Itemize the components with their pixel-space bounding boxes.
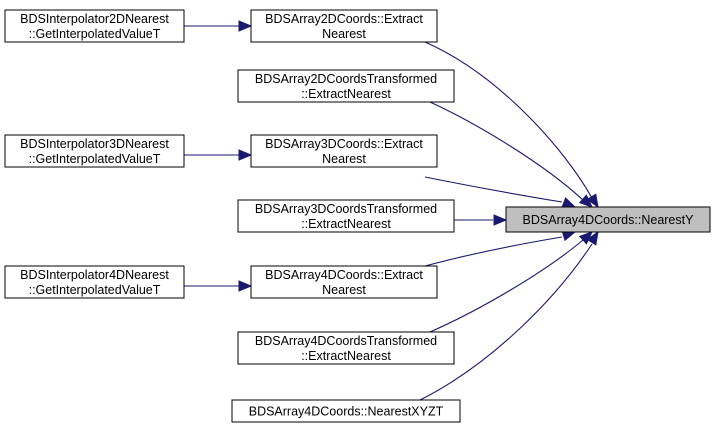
edge-interp3d-to-a3d	[184, 149, 253, 161]
edge-nxyzt-to-target	[419, 230, 599, 401]
node-a2d[interactable]: BDSArray2DCoords::ExtractNearest	[250, 9, 438, 43]
edge-line	[429, 101, 584, 201]
node-target[interactable]: BDSArray4DCoords::NearestY	[505, 206, 711, 233]
node-label-line: BDSArray4DCoordsTransformed	[255, 334, 437, 348]
edge-line	[429, 239, 584, 333]
edge-line	[424, 176, 563, 203]
node-label-line: ::ExtractNearest	[301, 349, 391, 363]
node-interp3d[interactable]: BDSInterpolator3DNearest::GetInterpolate…	[4, 134, 185, 168]
arrowhead-icon	[238, 20, 253, 32]
node-box	[250, 9, 438, 43]
node-label-line: BDSArray4DCoords::NearestY	[523, 213, 695, 227]
node-a4dt[interactable]: BDSArray4DCoordsTransformed::ExtractNear…	[237, 331, 455, 365]
arrowhead-icon	[586, 230, 599, 246]
edge-line	[419, 243, 593, 401]
node-label-line: BDSArray3DCoordsTransformed	[255, 202, 437, 216]
node-label-line: ::GetInterpolatedValueT	[29, 283, 161, 297]
edge-a2dt-to-target	[429, 101, 593, 208]
node-label-line: BDSArray2DCoordsTransformed	[255, 72, 437, 86]
node-label-line: ::ExtractNearest	[301, 217, 391, 231]
node-label-line: ::GetInterpolatedValueT	[29, 152, 161, 166]
node-box	[4, 9, 185, 43]
node-label-line: BDSArray3DCoords::Extract	[265, 137, 423, 151]
node-label-line: Nearest	[322, 27, 366, 41]
node-label-line: ::GetInterpolatedValueT	[29, 27, 161, 41]
node-box	[4, 134, 185, 168]
node-label-line: ::ExtractNearest	[301, 87, 391, 101]
edge-interp2d-to-a2d	[184, 20, 253, 32]
node-label-line: Nearest	[322, 283, 366, 297]
arrowhead-icon	[578, 194, 593, 208]
edge-line	[424, 41, 593, 199]
arrowhead-icon	[238, 149, 253, 161]
node-box	[237, 69, 455, 103]
node-box	[250, 134, 438, 168]
edge-a4dt-to-target	[429, 231, 593, 333]
edge-line	[424, 236, 563, 267]
node-box	[4, 265, 185, 299]
node-box	[250, 265, 438, 299]
node-interp4d[interactable]: BDSInterpolator4DNearest::GetInterpolate…	[4, 265, 185, 299]
node-label-line: BDSInterpolator3DNearest	[20, 137, 169, 151]
arrowhead-icon	[561, 197, 577, 208]
node-interp2d[interactable]: BDSInterpolator2DNearest::GetInterpolate…	[4, 9, 185, 43]
node-label-line: BDSInterpolator4DNearest	[20, 268, 169, 282]
edge-a4d-to-target	[424, 230, 577, 267]
edge-a2d-to-target	[424, 41, 599, 209]
node-label-line: BDSArray2DCoords::Extract	[265, 12, 423, 26]
node-a3dt[interactable]: BDSArray3DCoordsTransformed::ExtractNear…	[237, 199, 455, 233]
arrowhead-icon	[586, 193, 599, 209]
node-label-line: BDSArray4DCoords::Extract	[265, 268, 423, 282]
node-box	[231, 399, 461, 423]
nodes-layer: BDSInterpolator2DNearest::GetInterpolate…	[4, 9, 711, 423]
node-nxyzt[interactable]: BDSArray4DCoords::NearestXYZT	[231, 399, 461, 423]
arrowhead-icon	[238, 280, 253, 292]
arrowhead-icon	[493, 214, 508, 226]
node-a4d[interactable]: BDSArray4DCoords::ExtractNearest	[250, 265, 438, 299]
edge-a3d-to-target	[424, 176, 577, 208]
node-a3d[interactable]: BDSArray3DCoords::ExtractNearest	[250, 134, 438, 168]
node-box	[505, 206, 711, 233]
node-label-line: BDSInterpolator2DNearest	[20, 12, 169, 26]
node-box	[237, 331, 455, 365]
edge-interp4d-to-a4d	[184, 280, 253, 292]
node-label-line: BDSArray4DCoords::NearestXYZT	[249, 405, 444, 419]
edge-a3dt-to-target	[454, 214, 508, 226]
node-a2dt[interactable]: BDSArray2DCoordsTransformed::ExtractNear…	[237, 69, 455, 103]
node-box	[237, 199, 455, 233]
node-label-line: Nearest	[322, 152, 366, 166]
edges-layer	[184, 20, 599, 401]
